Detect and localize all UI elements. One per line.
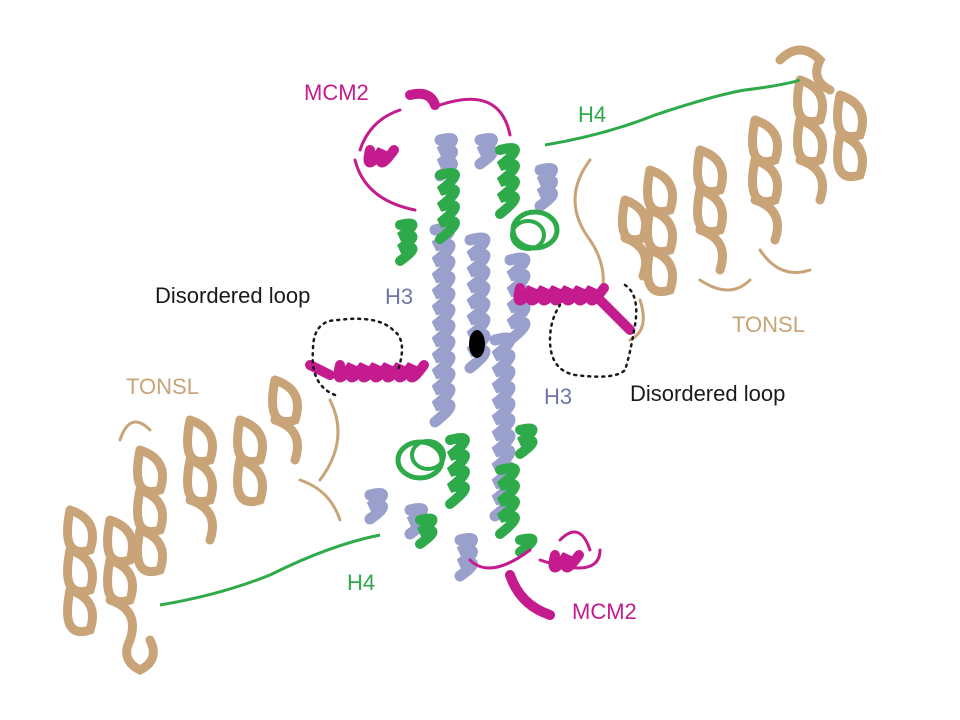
disordered-loops (311, 283, 638, 397)
label-tonsl-right: TONSL (732, 312, 805, 337)
label-h4-top: H4 (578, 102, 607, 127)
mcm2-chains (305, 88, 635, 620)
disordered-loop-left-path (311, 317, 404, 397)
label-disordered-loop-right: Disordered loop (630, 381, 786, 406)
tonsl-left-domain (63, 375, 342, 676)
label-mcm2-top: MCM2 (304, 80, 369, 105)
dyad-axis-icon (469, 330, 485, 358)
h4-core (395, 143, 560, 557)
label-mcm2-bottom: MCM2 (572, 599, 637, 624)
tonsl-right-domain (573, 45, 867, 342)
label-h3-left: H3 (385, 284, 414, 309)
label-h3-right: H3 (544, 384, 573, 409)
label-disordered-loop-left: Disordered loop (155, 283, 311, 308)
disordered-loop-right-path (548, 283, 638, 378)
label-h4-bottom: H4 (347, 570, 376, 595)
h4-tails (159, 78, 801, 607)
label-tonsl-left: TONSL (126, 374, 199, 399)
